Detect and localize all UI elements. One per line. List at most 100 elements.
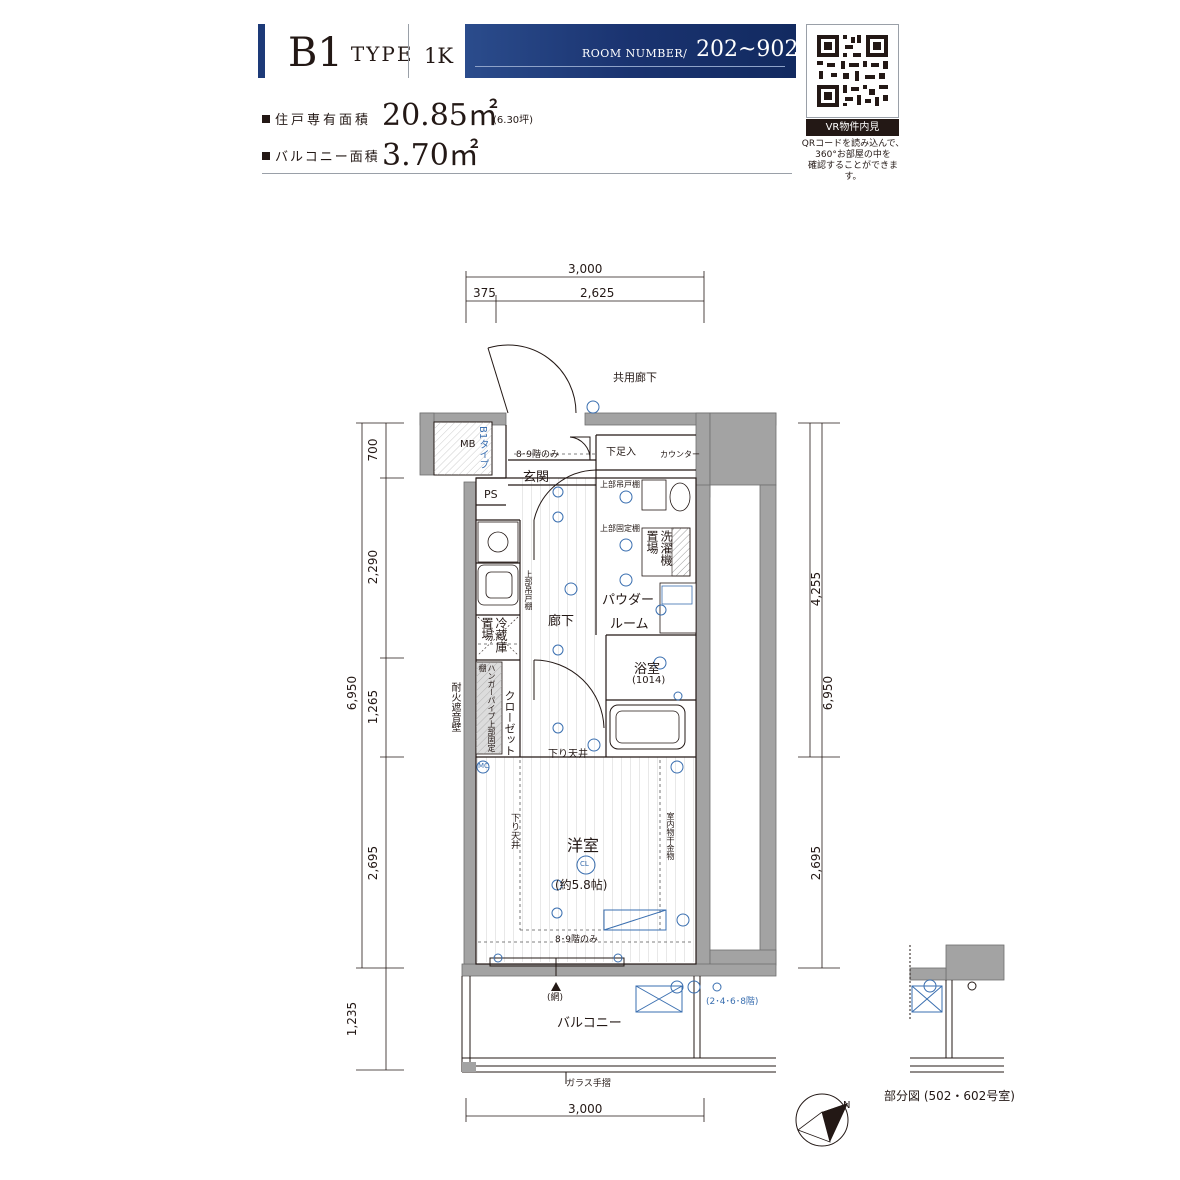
fridge-label: 冷蔵庫置場 [480,617,508,653]
vr-note-line3: 確認することができます。 [807,161,898,182]
header-rule [262,173,792,174]
type-title: B1 TYPE [288,30,413,76]
stove [477,521,519,563]
vr-note: QRコードを読み込んで、 360°お部屋の中を 確認することができます。 [800,139,906,183]
header-accent-bar [258,24,265,78]
dim-left-2290: 2,290 [366,549,380,585]
kitchen-sink-bowl [485,571,513,599]
bath-label: 浴室 [634,662,661,677]
outdoor-unit [635,985,683,1013]
vr-note-line2: 360°お部屋の中を [815,150,891,160]
balcony-label: バルコニー面積 [275,150,380,165]
left-dimension-lines [356,422,404,1071]
dim-top-2625: 2,625 [580,286,615,300]
type-letter: B1 [288,30,343,76]
entrance-label: 玄関 [523,470,550,485]
western-room-label: 洋室 [567,836,600,855]
room-number-label: ROOM NUMBER/ [582,47,688,60]
balcony-outline [461,976,776,1084]
right-dimension-lines [798,422,840,969]
layout-type: 1K [424,44,454,68]
mb-hatch [434,422,492,475]
mb-label: MB [460,439,476,450]
floor-note-2468: (2･4･6･8階) [706,997,759,1007]
closet-hatch [476,662,502,754]
western-room-floor [476,757,696,962]
area-label-row: 住戸専有面積 [262,109,371,128]
north-compass-icon [795,1093,849,1147]
counter-label: カウンター [660,450,700,459]
mc-mark: MC [478,762,489,770]
dim-bottom-total: 3,000 [568,1102,603,1116]
indoor-dryer-label: 室内物干金物 [666,812,675,860]
upper-hanging-label-2: 上部吊戸棚 [524,570,533,610]
room-number-value: 202~902 [696,37,799,62]
vr-note-line1: QRコードを読み込んで、 [801,139,905,149]
drop-ceiling-label-2: 下り天井 [509,813,519,849]
ps-label: PS [484,488,498,501]
header-divider [408,24,409,78]
floor-note-89-bottom: 8･9階のみ [555,935,598,945]
toilet [669,482,691,512]
bullet-square [262,115,270,123]
door-swings [487,344,605,729]
bathtub [609,704,686,750]
room-number-banner: ROOM NUMBER/ 202~902 [465,24,799,78]
upper-hanging-label: 上部吊戸棚 [600,480,640,489]
balcony-label-row: バルコニー面積 [262,146,380,165]
net-label: (網) [547,993,564,1003]
dim-top-375: 375 [473,286,496,300]
type-word: TYPE [350,42,414,66]
area-value: 20.85㎡ [382,98,498,133]
glass-rail-label: ガラス手摺 [566,1079,611,1089]
balcony-value: 3.70㎡ [382,138,479,173]
bath-size-label: (1014) [632,675,666,686]
bottom-dimension-lines [465,1098,705,1122]
area-label: 住戸専有面積 [275,113,372,128]
indoor-dryer-box [603,909,667,931]
fixture-symbols [476,400,722,994]
partial-view-drawing [909,944,1005,1073]
area-tsubo: (6.30坪) [493,115,534,126]
balcony-label: バルコニー [557,1016,622,1031]
balcony-post [462,1062,476,1072]
b1-type-label: B1タイプ [477,426,488,470]
bullet-square [262,152,270,160]
shoe-box-label: 下足入 [606,447,636,458]
stove-burner [487,531,509,553]
drop-ceiling-label-1: 下り天井 [548,749,588,760]
washbasin [641,479,667,511]
north-label: N [843,1100,851,1111]
dim-right-4255: 4,255 [809,571,823,607]
dim-left-total: 6,950 [345,675,359,711]
fireproof-wall-label: 耐火遮音壁 [449,682,460,732]
powder-sink-bowl [661,585,693,605]
kitchen-sink [477,564,519,606]
laundry-place-label: 洗濯機置場 [645,530,673,566]
banner-underline [475,66,785,67]
dim-right-total: 6,950 [821,675,835,711]
ceiling-light-mark: CL [580,860,589,868]
partial-view-label: 部分図 (502・602号室) [884,1089,1015,1103]
upper-fixed-label: 上部固定棚 [600,524,640,533]
dim-left-1265: 1,265 [366,689,380,725]
western-room-size: (約5.8帖) [555,878,608,892]
entry-arrow-icon [551,982,561,991]
dim-right-2695: 2,695 [809,845,823,881]
closet-label: クローゼット [503,690,516,756]
interior-walls [475,425,697,965]
hallway-floor [520,478,598,757]
hanger-pipe-label: ハンガーパイプ上部固定棚 [478,664,496,752]
fridge-mark [477,616,519,656]
washer-hatch [671,527,691,577]
dim-top-total: 3,000 [568,262,603,276]
bathtub-inner [615,710,680,744]
structure-walls [419,412,777,977]
qr-pattern-icon [817,35,888,107]
powder-room-label-1: パウダー [602,593,655,608]
qr-code[interactable] [806,24,899,118]
powder-room-label-2: ルーム [610,617,649,632]
type-header: B1 TYPE 1K ROOM NUMBER/ 202~902 [258,24,799,78]
dim-left-700: 700 [366,438,380,462]
